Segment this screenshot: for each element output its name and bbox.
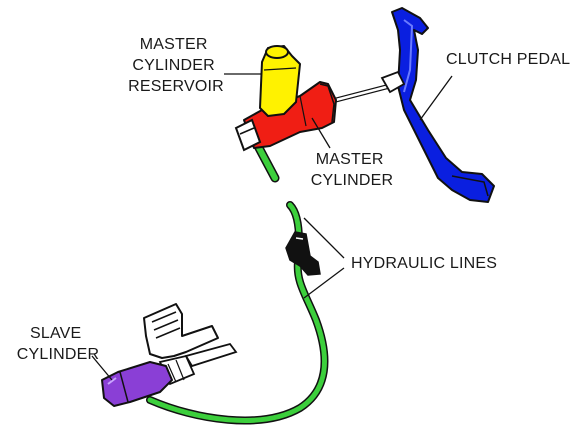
label-master-cylinder: MASTER CYLINDER <box>311 151 394 189</box>
leader-lines <box>91 73 453 381</box>
master-cylinder-reservoir <box>259 45 301 117</box>
hydraulic-line-upper <box>253 141 280 183</box>
leader-hydraulic-lower <box>303 267 345 299</box>
label-master-cylinder-reservoir: MASTER CYLINDER RESERVOIR <box>128 36 224 95</box>
slave-cylinder <box>101 361 173 407</box>
label-hydraulic-lines: HYDRAULIC LINES <box>351 255 497 272</box>
pushrod <box>335 70 406 103</box>
leader-hydraulic-upper <box>303 217 345 259</box>
leader-slave-cylinder <box>91 355 113 381</box>
line-connector <box>285 231 321 276</box>
leader-clutch-pedal <box>419 75 453 121</box>
label-clutch-pedal: CLUTCH PEDAL <box>446 51 570 68</box>
clutch-pedal <box>391 7 495 203</box>
leader-master-cylinder <box>311 117 331 149</box>
label-slave-cylinder: SLAVE CYLINDER <box>17 325 100 363</box>
